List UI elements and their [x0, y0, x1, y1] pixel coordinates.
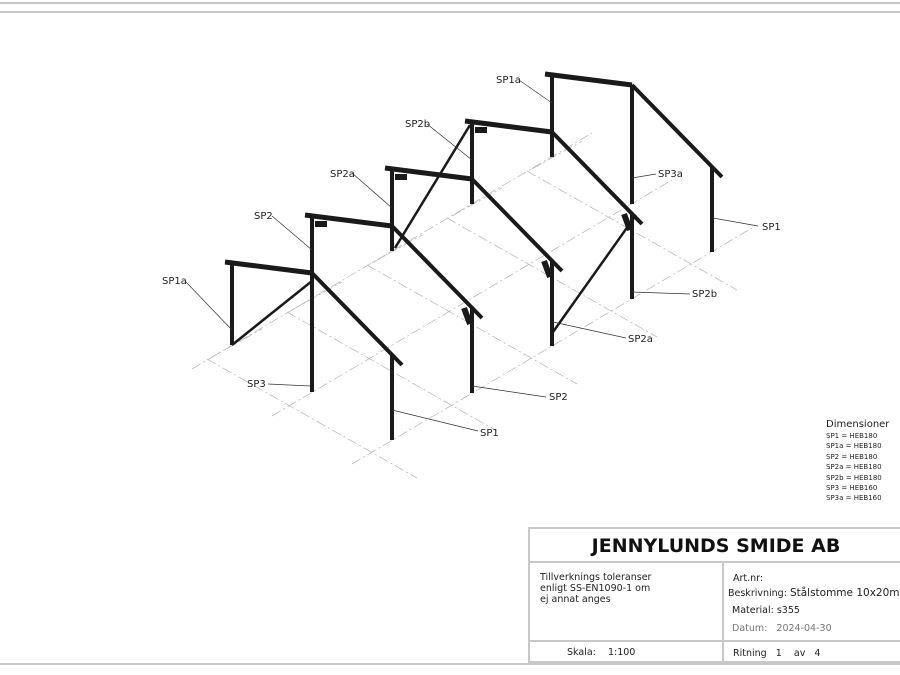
- leader-line: [426, 123, 473, 161]
- title-block: JENNYLUNDS SMIDE AB Tillverknings tolera…: [528, 527, 900, 663]
- dimension-item: SP3a = HEB160: [826, 494, 882, 503]
- drawing-number: 1: [775, 648, 782, 659]
- scale-field: Skala: 1:100: [567, 647, 635, 658]
- label-sp1a-left: SP1a: [162, 276, 187, 287]
- drawing-total: 4: [814, 648, 821, 659]
- brace: [393, 124, 472, 249]
- date-field: Datum: 2024-04-30: [732, 623, 832, 634]
- of-label: av: [793, 648, 806, 659]
- label-sp3a-right: SP3a: [658, 169, 683, 180]
- sheet-border-bottom: [0, 663, 900, 665]
- description-value: Stålstomme 10x20m: [789, 587, 900, 599]
- title-block-divider: [530, 640, 900, 642]
- beam: [544, 71, 633, 88]
- rafter: [550, 130, 644, 226]
- grid-line: [286, 311, 498, 432]
- grid-line: [451, 187, 503, 217]
- dimension-item: SP2b = HEB180: [826, 473, 882, 482]
- leader-line: [712, 217, 759, 227]
- tolerance-line: Tillverknings toleranser: [540, 572, 652, 583]
- dimension-item: SP1a = HEB180: [826, 442, 882, 451]
- rafter: [630, 83, 724, 179]
- leader-line: [185, 281, 233, 331]
- leader-line: [271, 215, 313, 251]
- leader-line: [351, 172, 393, 209]
- art-nr-label: Art.nr:: [733, 573, 764, 584]
- leader-line: [518, 79, 553, 104]
- grid-line: [351, 227, 753, 465]
- leader-line: [471, 385, 547, 398]
- label-sp1a-top: SP1a: [496, 75, 521, 86]
- material-label: Material:: [732, 605, 774, 616]
- grid-line: [446, 217, 658, 338]
- label-sp2b-top: SP2b: [405, 119, 430, 130]
- sheet-border-top: [0, 2, 900, 4]
- label-sp2-bottom: SP2: [549, 392, 568, 403]
- leader-line: [631, 173, 657, 179]
- beam: [224, 259, 313, 276]
- tolerance-line: ej annat anges: [540, 594, 611, 605]
- grid-line: [531, 140, 583, 170]
- sheet-border-inner: [0, 11, 900, 13]
- dimensions-legend: Dimensioner SP1 = HEB180 SP1a = HEB180 S…: [826, 419, 889, 504]
- date-value: 2024-04-30: [776, 623, 832, 634]
- beam: [464, 118, 553, 135]
- grid-line: [526, 170, 738, 291]
- dimension-item: SP1 = HEB180: [826, 432, 878, 440]
- material-value: s355: [776, 605, 800, 616]
- beam: [304, 212, 393, 229]
- steel-frame-isometric-drawing: SP1a SP2b SP2a SP2 SP1a SP3 SP3a SP1 SP2…: [162, 71, 781, 479]
- title-block-divider: [722, 563, 724, 663]
- leader-line: [552, 321, 627, 339]
- label-sp2a-left: SP2a: [330, 169, 355, 180]
- tolerance-note: Tillverknings toleranser enligt SS-EN109…: [540, 572, 651, 605]
- rafter: [470, 177, 564, 273]
- label-sp2-left: SP2: [254, 211, 273, 222]
- haunch: [621, 212, 633, 232]
- label-sp2b-right: SP2b: [692, 289, 717, 300]
- drawing-label: Ritning: [733, 648, 767, 659]
- label-sp2a-right: SP2a: [628, 334, 653, 345]
- tolerance-line: enligt SS-EN1090-1 om: [540, 583, 651, 594]
- grid-line: [191, 132, 593, 370]
- rafter: [390, 224, 484, 320]
- rafter: [310, 271, 404, 367]
- leader-line: [631, 291, 691, 295]
- grid-line: [271, 179, 673, 417]
- scale-value: 1:100: [607, 647, 636, 658]
- dimension-item: SP2a = HEB180: [826, 463, 882, 472]
- beam: [384, 165, 473, 182]
- brace: [551, 214, 638, 333]
- label-sp3-left: SP3: [247, 379, 266, 390]
- drawing-number-field: Ritning 1 av 4: [733, 648, 820, 659]
- scale-label: Skala:: [567, 647, 596, 658]
- company-name: JENNYLUNDS SMIDE AB: [530, 529, 900, 563]
- material-field: Material: s355: [732, 605, 800, 616]
- dimension-item: SP3 = HEB160: [826, 484, 878, 493]
- brace: [231, 280, 313, 346]
- label-sp1-bottom: SP1: [480, 428, 499, 439]
- description-field: Beskrivning: Stålstomme 10x20m: [728, 587, 900, 600]
- grid-line: [366, 264, 578, 385]
- date-label: Datum:: [732, 623, 768, 634]
- haunch: [461, 306, 473, 326]
- dimension-item: SP2 = HEB180: [826, 452, 878, 461]
- leader-line: [391, 409, 479, 432]
- grid-line: [291, 281, 343, 311]
- leader-line: [267, 383, 311, 387]
- description-label: Beskrivning:: [728, 588, 787, 599]
- label-sp1-right: SP1: [762, 222, 781, 233]
- dimensions-title: Dimensioner: [826, 419, 890, 430]
- haunch: [541, 259, 553, 279]
- grid-line: [206, 358, 418, 479]
